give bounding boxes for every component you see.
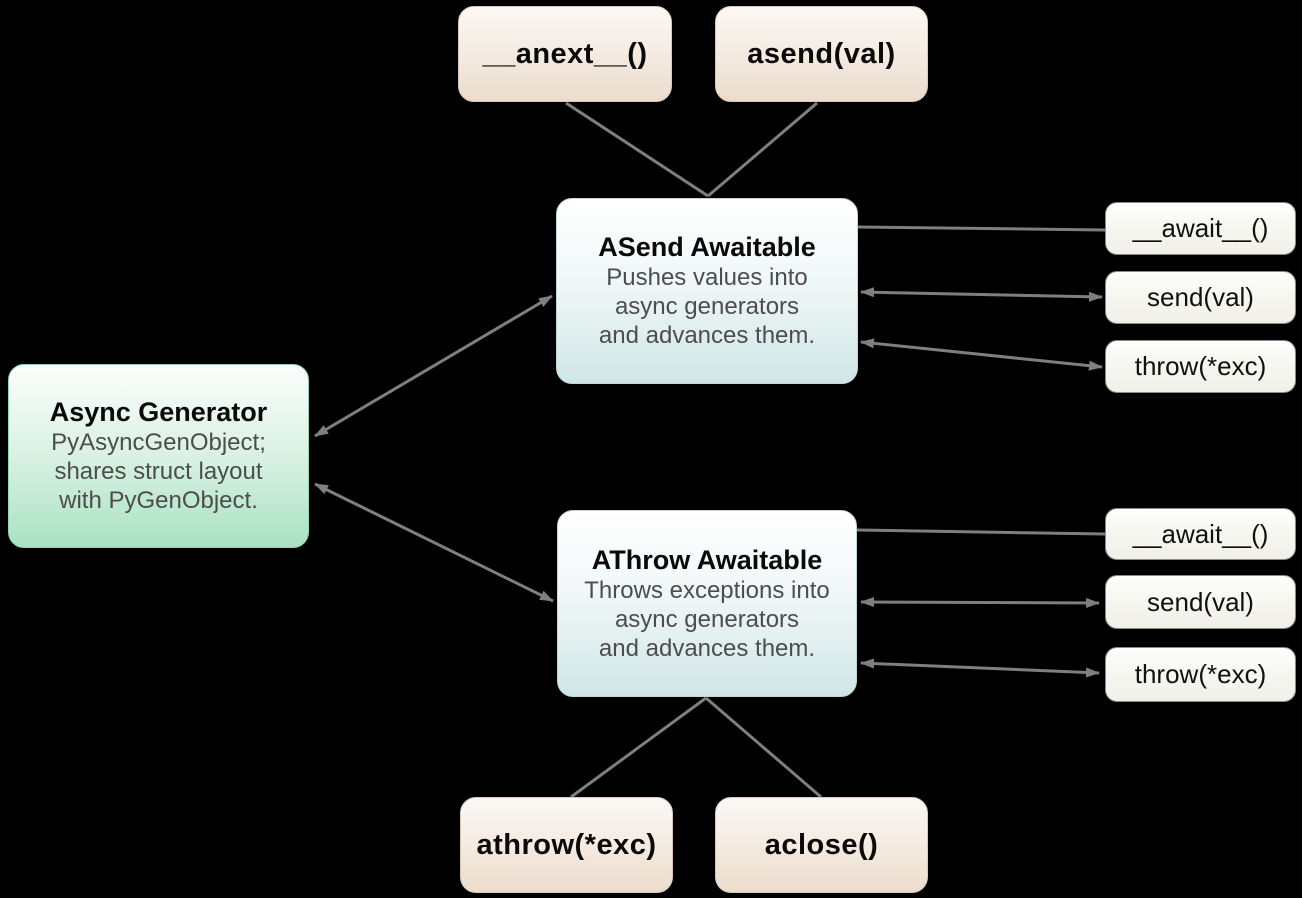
node-asend-send-label: send(val) [1147, 282, 1254, 312]
node-asend-throw-label: throw(*exc) [1134, 351, 1267, 381]
desc-line: and advances them. [598, 634, 816, 662]
edge-athrow-awaitable-send [860, 597, 1100, 608]
node-athrow-send-label: send(val) [1147, 586, 1254, 617]
edge-athrow-awaitable-athrow-method [570, 696, 707, 799]
desc-line: async generators [614, 293, 800, 320]
node-asend-awaitable-desc: Pushes values into async generators and … [599, 263, 815, 350]
node-athrow-method: athrow(*exc) [460, 797, 673, 893]
node-asend-label: asend(val) [747, 37, 896, 70]
node-athrow-throw-label: throw(*exc) [1134, 659, 1267, 689]
desc-line: PyAsyncGenObject; [51, 429, 266, 456]
desc-line: shares struct layout [54, 458, 263, 485]
node-async-generator-title: Async Generator [49, 397, 268, 427]
node-athrow-send-method: send(val) [1105, 575, 1296, 629]
edge-athrow-awaitable-aclose-method [705, 696, 822, 799]
node-asend-awaitable: ASend Awaitable Pushes values into async… [556, 198, 858, 384]
node-aclose-method-label: aclose() [764, 828, 879, 861]
node-asend-awaitable-title: ASend Awaitable [598, 232, 816, 262]
node-athrow-awaitable-title: AThrow Awaitable [591, 544, 823, 575]
desc-line: Throws exceptions into [584, 576, 830, 604]
desc-line: with PyGenObject. [59, 487, 258, 514]
node-asend-throw-method: throw(*exc) [1105, 340, 1296, 393]
edge-athrow-awaitable-await [856, 528, 1106, 536]
node-asend-await-method: __await__() [1105, 202, 1296, 255]
node-asend-await-label: __await__() [1132, 213, 1269, 243]
edge-asend-awaitable-await [857, 225, 1106, 232]
edge-asend-awaitable-send [860, 287, 1103, 302]
node-async-generator-desc: PyAsyncGenObject; shares struct layout w… [51, 428, 266, 515]
node-asend-method: asend(val) [715, 6, 928, 102]
desc-line: Pushes values into [606, 264, 808, 291]
node-aclose-method: aclose() [715, 797, 928, 893]
node-athrow-awaitable-desc: Throws exceptions into async generators … [584, 576, 829, 663]
node-athrow-awaitable: AThrow Awaitable Throws exceptions into … [557, 510, 857, 697]
node-athrow-await-method: __await__() [1105, 508, 1296, 560]
edge-asyncgen-athrow-awaitable [314, 482, 554, 603]
node-anext-method: __anext__() [458, 6, 672, 102]
node-async-generator: Async Generator PyAsyncGenObject; shares… [8, 364, 309, 548]
edge-asend-to-asend-awaitable [707, 101, 818, 198]
edge-athrow-awaitable-throw [860, 658, 1100, 678]
node-athrow-await-label: __await__() [1132, 518, 1269, 549]
node-asend-send-method: send(val) [1105, 271, 1296, 324]
edge-anext-to-asend-awaitable [565, 101, 709, 198]
node-athrow-method-label: athrow(*exc) [476, 828, 657, 861]
node-anext-label: __anext__() [482, 37, 648, 70]
node-athrow-throw-method: throw(*exc) [1105, 647, 1296, 702]
edge-asend-awaitable-throw [860, 338, 1103, 371]
edge-asyncgen-asend-awaitable [314, 294, 553, 438]
desc-line: and advances them. [598, 322, 816, 349]
desc-line: async generators [614, 605, 800, 633]
